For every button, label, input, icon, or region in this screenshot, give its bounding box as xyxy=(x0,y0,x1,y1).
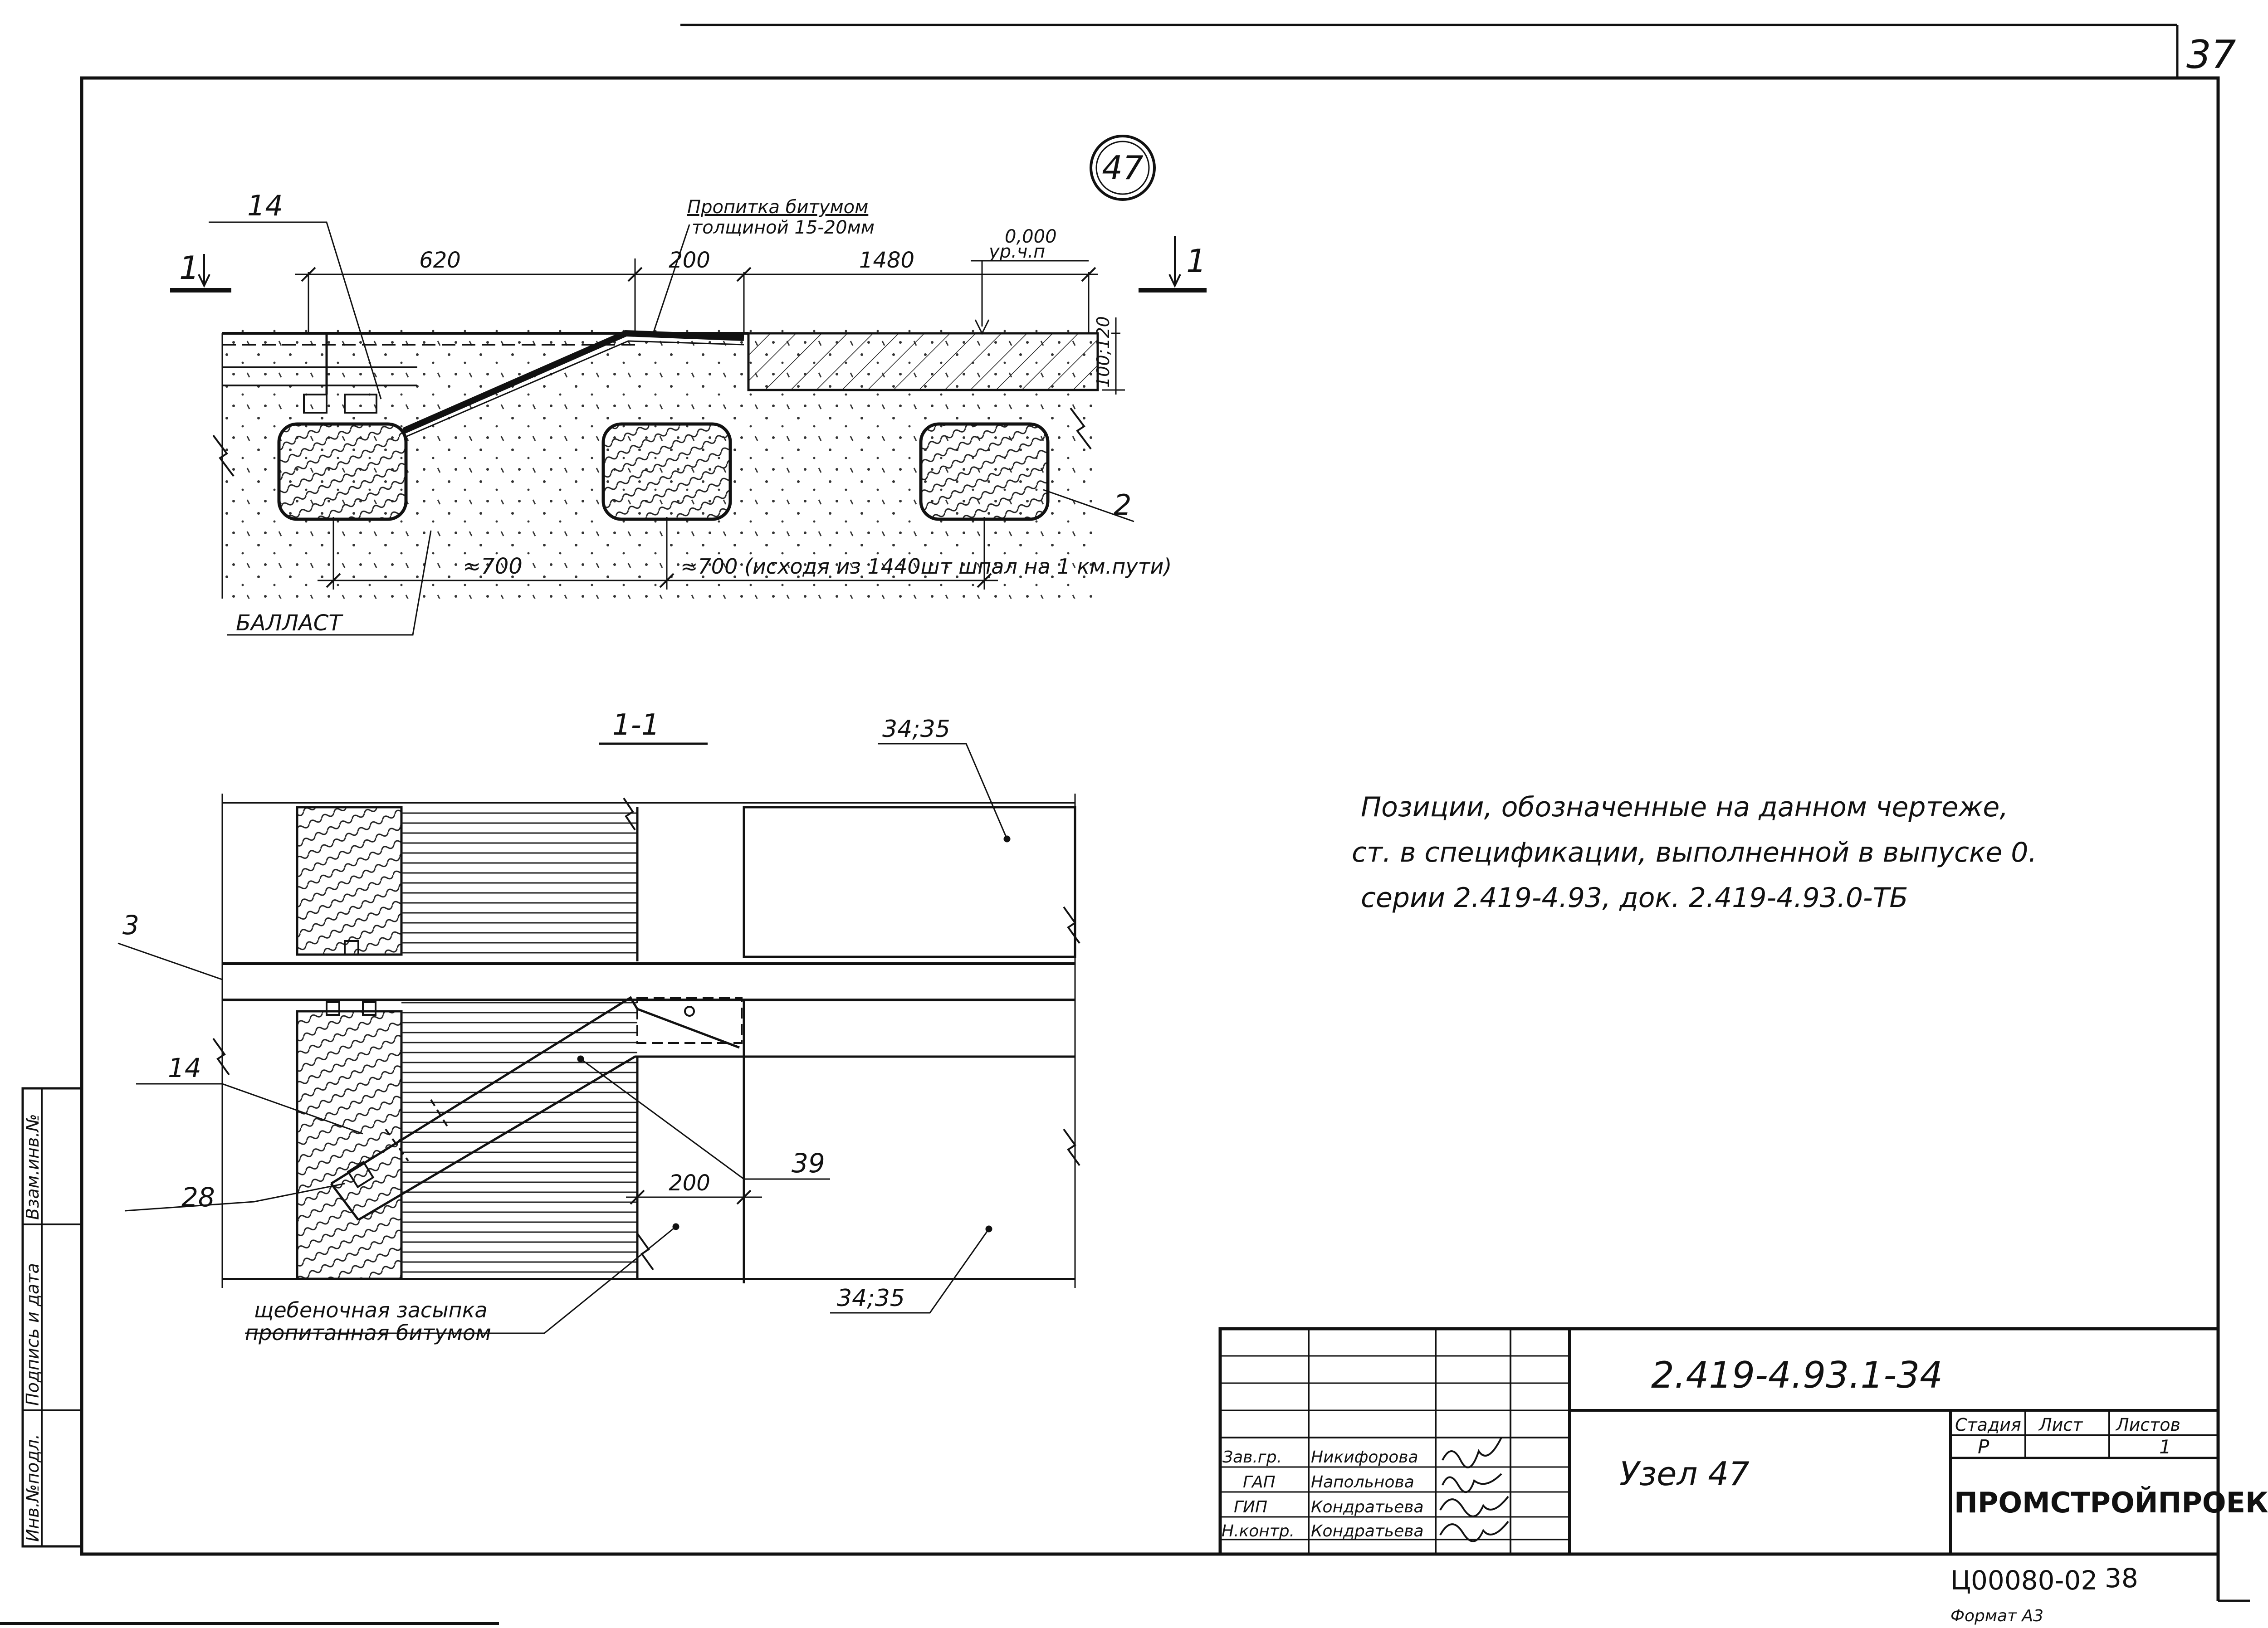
handwritten-signatures xyxy=(1439,1437,1509,1542)
level-value: 0,000 xyxy=(1005,226,1057,247)
note-line-1: Позиции, обозначенные на данном чертеже, xyxy=(1361,791,2008,823)
fill-label-line1: щебеночная засыпка xyxy=(254,1298,488,1322)
plan-pos-2: 2 xyxy=(1114,488,1131,522)
dim-1480: 1480 xyxy=(859,248,914,273)
side-stamp-replace: Взам.инв.№ xyxy=(23,1114,43,1220)
section-pos-39: 39 xyxy=(792,1148,825,1179)
bitumen-label-line2: толщиной 15-20мм xyxy=(692,217,875,238)
section-view xyxy=(117,743,1080,1334)
dim-700-b: ≈700 (исходя из 1440шт шпал на 1 км.пути… xyxy=(680,554,1172,579)
dim-700-a: ≈700 xyxy=(463,554,523,579)
signature-role-3: ГИП xyxy=(1234,1498,1267,1516)
stage-value: Р xyxy=(1978,1436,1989,1458)
section-title: 1-1 xyxy=(612,708,660,742)
signature-name-4: Кондратьева xyxy=(1311,1522,1424,1540)
dim-620: 620 xyxy=(419,248,461,273)
node-number: 47 xyxy=(1102,149,1144,187)
side-stamp-signature: Подпись и дата xyxy=(23,1263,43,1406)
bottom-page: 38 xyxy=(2105,1563,2138,1594)
level-label: ур.ч.п xyxy=(988,241,1045,262)
section-mark-right: 1 xyxy=(1186,243,1207,280)
bottom-code: Ц00080-02 xyxy=(1950,1565,2097,1596)
node-circle: 47 xyxy=(1090,135,1156,201)
ballast-label: БАЛЛАСТ xyxy=(236,610,343,636)
section-pos-14: 14 xyxy=(168,1053,201,1083)
signature-name-3: Кондратьева xyxy=(1311,1498,1424,1516)
page-number: 37 xyxy=(2186,32,2236,78)
bitumen-label-line1: Пропитка битумом xyxy=(687,197,868,218)
section-pos-3: 3 xyxy=(122,910,139,941)
section-pos-34-35-top: 34;35 xyxy=(882,716,950,743)
plan-pos-14: 14 xyxy=(247,189,283,222)
note-block: Позиции, обозначенные на данном чертеже,… xyxy=(1352,791,2037,914)
section-mark-left: 1 xyxy=(179,249,200,287)
organization: ПРОМСТРОЙПРОЕКТ xyxy=(1954,1486,2268,1519)
signature-name-2: Напольнова xyxy=(1311,1473,1414,1492)
dim-200-top: 200 xyxy=(669,248,710,273)
section-pos-28: 28 xyxy=(181,1182,215,1213)
signature-rows: Зав.гр. Никифорова ГАП Напольнова ГИП Ко… xyxy=(1222,1448,1424,1540)
section-pos-34-35-bottom: 34;35 xyxy=(837,1285,905,1312)
title-block xyxy=(1218,1327,2220,1556)
doc-code: 2.419-4.93.1-34 xyxy=(1651,1354,1943,1396)
bottom-format: Формат А3 xyxy=(1950,1607,2043,1625)
signature-role-4: Н.контр. xyxy=(1222,1522,1295,1540)
plan-view xyxy=(170,221,1207,636)
signature-role-2: ГАП xyxy=(1243,1473,1276,1492)
note-line-2: ст. в спецификации, выполненной в выпуск… xyxy=(1352,837,2037,868)
page-number-box: 37 xyxy=(2186,32,2236,78)
sheets-header: Листов xyxy=(2115,1415,2180,1435)
signature-role-1: Зав.гр. xyxy=(1222,1448,1282,1467)
drawing-title: Узел 47 xyxy=(1619,1455,1750,1493)
sheet-header: Лист xyxy=(2038,1415,2083,1435)
dim-100-120: 100;120 xyxy=(1093,316,1113,388)
sheets-value: 1 xyxy=(2159,1436,2171,1458)
signature-name-1: Никифорова xyxy=(1311,1448,1418,1467)
side-stamp-inv: Инв.№подл. xyxy=(23,1434,43,1542)
side-stamp xyxy=(21,1087,83,1548)
fill-label-line2: пропитанная битумом xyxy=(245,1321,491,1345)
stage-header: Стадия xyxy=(1955,1415,2021,1435)
section-dim-200: 200 xyxy=(669,1170,710,1196)
note-line-3: серии 2.419-4.93, док. 2.419-4.93.0-ТБ xyxy=(1361,882,1908,914)
